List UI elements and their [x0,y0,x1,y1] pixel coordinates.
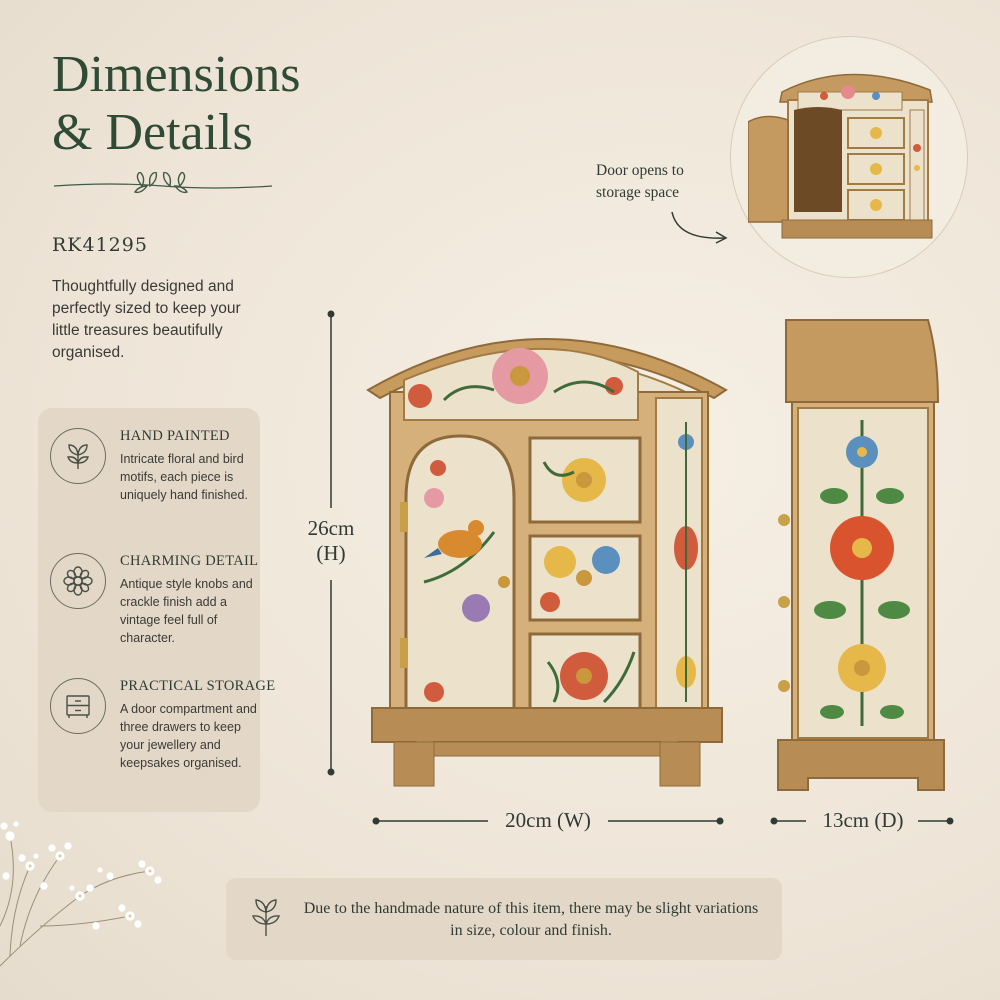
plant-sprig-icon [50,428,106,484]
callout-line-1: Door opens to [596,162,684,179]
note-text: Due to the handmade nature of this item,… [303,900,759,939]
intro-text: Thoughtfully designed and perfectly size… [52,278,241,361]
open-cabinet-image [748,73,933,239]
page-title: Dimensions & Details [52,46,300,162]
product-sku: RK41295 [52,234,148,256]
width-label: 20cm (W) [505,808,591,832]
feature-description: Intricate floral and bird motifs, each p… [120,452,248,502]
height-dimension-line [327,310,335,776]
handmade-note: Due to the handmade nature of this item,… [226,878,782,960]
feature-description: Antique style knobs and crackle finish a… [120,577,253,645]
cabinet-side-view [777,319,945,791]
callout-arrow-icon [671,211,728,244]
height-value: 26cm [307,516,355,540]
leaf-flourish-icon [53,172,273,194]
height-unit: (H) [316,541,346,565]
title-line-1: Dimensions [52,46,301,103]
leaf-sprig-icon [252,899,280,936]
drawers-icon [50,678,106,734]
features-panel: Hand Painted Intricate floral and bird m… [38,408,275,812]
feature-title: Practical Storage [120,678,276,694]
callout-line-2: storage space [596,184,680,201]
feature-description: A door compartment and three drawers to … [120,702,257,770]
cabinet-front-view [366,338,728,787]
width-dimension-line [372,817,724,825]
feature-title: Charming Detail [120,553,259,569]
depth-dimension-line [770,817,954,825]
babys-breath-flowers [0,820,163,967]
feature-title: Hand Painted [120,428,230,444]
door-callout: Door opens to storage space [596,160,684,204]
title-line-2: & Details [52,104,253,161]
depth-label: 13cm (D) [822,808,904,832]
height-label: 26cm (H) [296,516,366,566]
flower-icon [50,553,106,609]
